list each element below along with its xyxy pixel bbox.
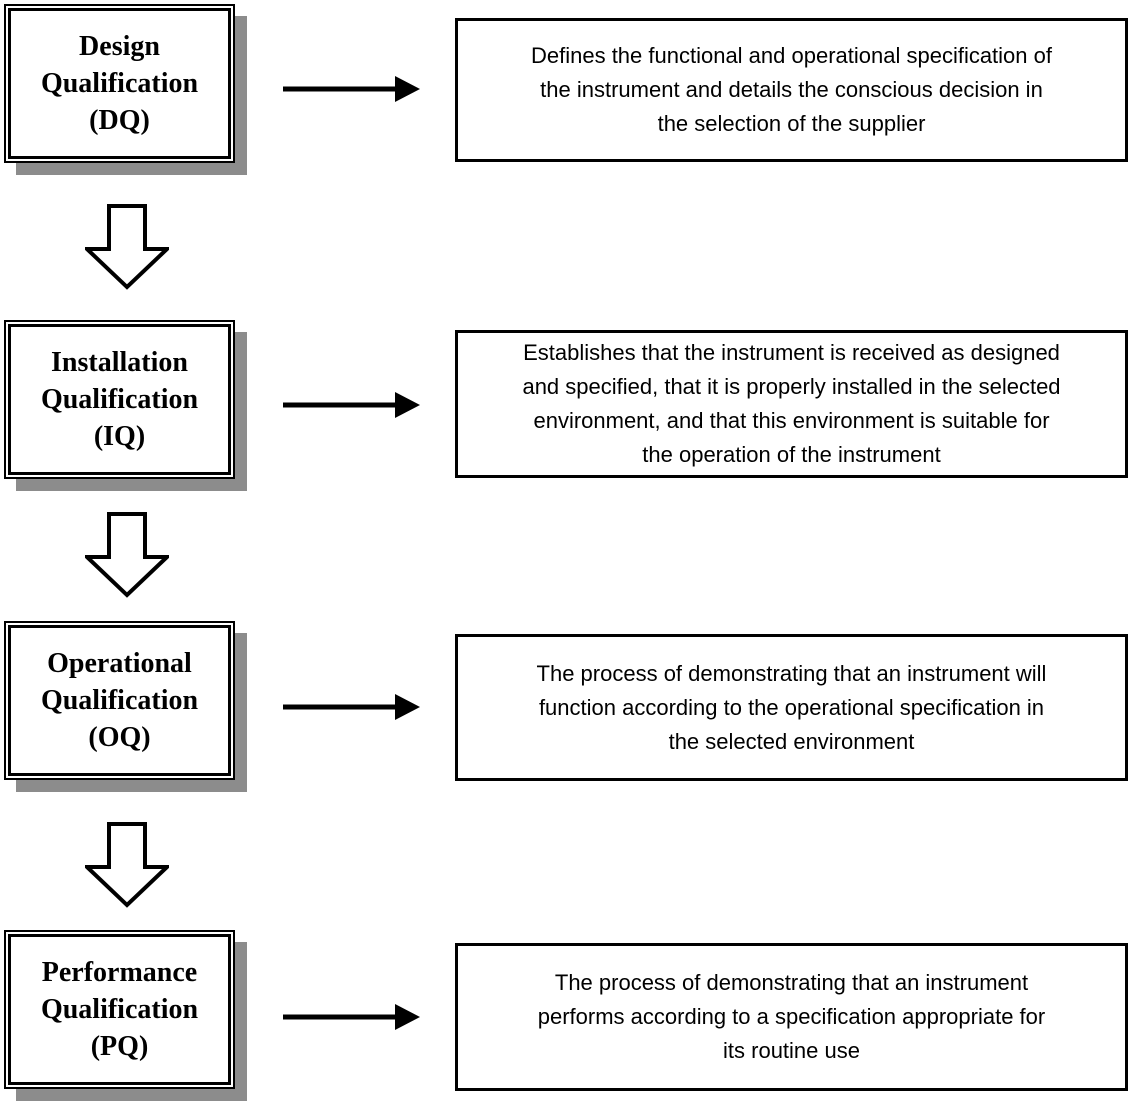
stage-title-line: (PQ) <box>90 1031 149 1062</box>
stage-title-line: Qualification <box>40 68 199 99</box>
stage-box-oq-inner: Operational Qualification (OQ) <box>8 625 231 776</box>
stage-box-dq: Design Qualification (DQ) <box>4 4 235 163</box>
right-arrow-icon <box>283 694 420 720</box>
desc-line: The process of demonstrating that an ins… <box>554 970 1029 995</box>
stage-title-line: (IQ) <box>93 421 146 452</box>
desc-line: environment, and that this environment i… <box>533 408 1050 433</box>
stage-box-iq: Installation Qualification (IQ) <box>4 320 235 479</box>
desc-box-pq: The process of demonstrating that an ins… <box>455 943 1128 1091</box>
stage-title-line: Qualification <box>40 994 199 1025</box>
desc-line: its routine use <box>723 1038 860 1063</box>
stage-title-line: Operational <box>47 648 192 679</box>
down-arrow-icon <box>85 512 169 598</box>
stage-box-oq: Operational Qualification (OQ) <box>4 621 235 780</box>
right-arrow-icon <box>283 76 420 102</box>
desc-line: the instrument and details the conscious… <box>540 77 1043 102</box>
stage-title-line: Performance <box>41 957 198 988</box>
stage-title-line: Qualification <box>40 685 199 716</box>
desc-line: performs according to a specification ap… <box>537 1004 1046 1029</box>
desc-line: function according to the operational sp… <box>538 694 1045 720</box>
stage-box-iq-inner: Installation Qualification (IQ) <box>8 324 231 475</box>
stage-box-dq-inner: Design Qualification (DQ) <box>8 8 231 159</box>
desc-line: the selection of the supplier <box>657 111 926 136</box>
stage-title-line: Qualification <box>40 384 199 415</box>
desc-line: and specified, that it is properly insta… <box>522 374 1061 399</box>
right-arrow-icon <box>283 392 420 418</box>
desc-box-oq: The process of demonstrating that an ins… <box>455 634 1128 781</box>
desc-line: the selected environment <box>668 728 915 754</box>
stage-box-pq-inner: Performance Qualification (PQ) <box>8 934 231 1085</box>
right-arrow-icon <box>283 1004 420 1030</box>
stage-title-line: (OQ) <box>88 722 151 753</box>
down-arrow-icon <box>85 204 169 290</box>
desc-box-dq: Defines the functional and operational s… <box>455 18 1128 162</box>
desc-line: The process of demonstrating that an ins… <box>536 660 1047 686</box>
desc-line: Defines the functional and operational s… <box>530 43 1052 68</box>
stage-box-pq: Performance Qualification (PQ) <box>4 930 235 1089</box>
stage-title-line: Design <box>79 31 160 62</box>
stage-title-line: (DQ) <box>89 105 150 136</box>
desc-line: the operation of the instrument <box>642 442 941 467</box>
desc-box-iq: Establishes that the instrument is recei… <box>455 330 1128 478</box>
stage-title-line: Installation <box>51 347 188 378</box>
down-arrow-icon <box>85 822 169 908</box>
desc-line: Establishes that the instrument is recei… <box>523 340 1060 365</box>
